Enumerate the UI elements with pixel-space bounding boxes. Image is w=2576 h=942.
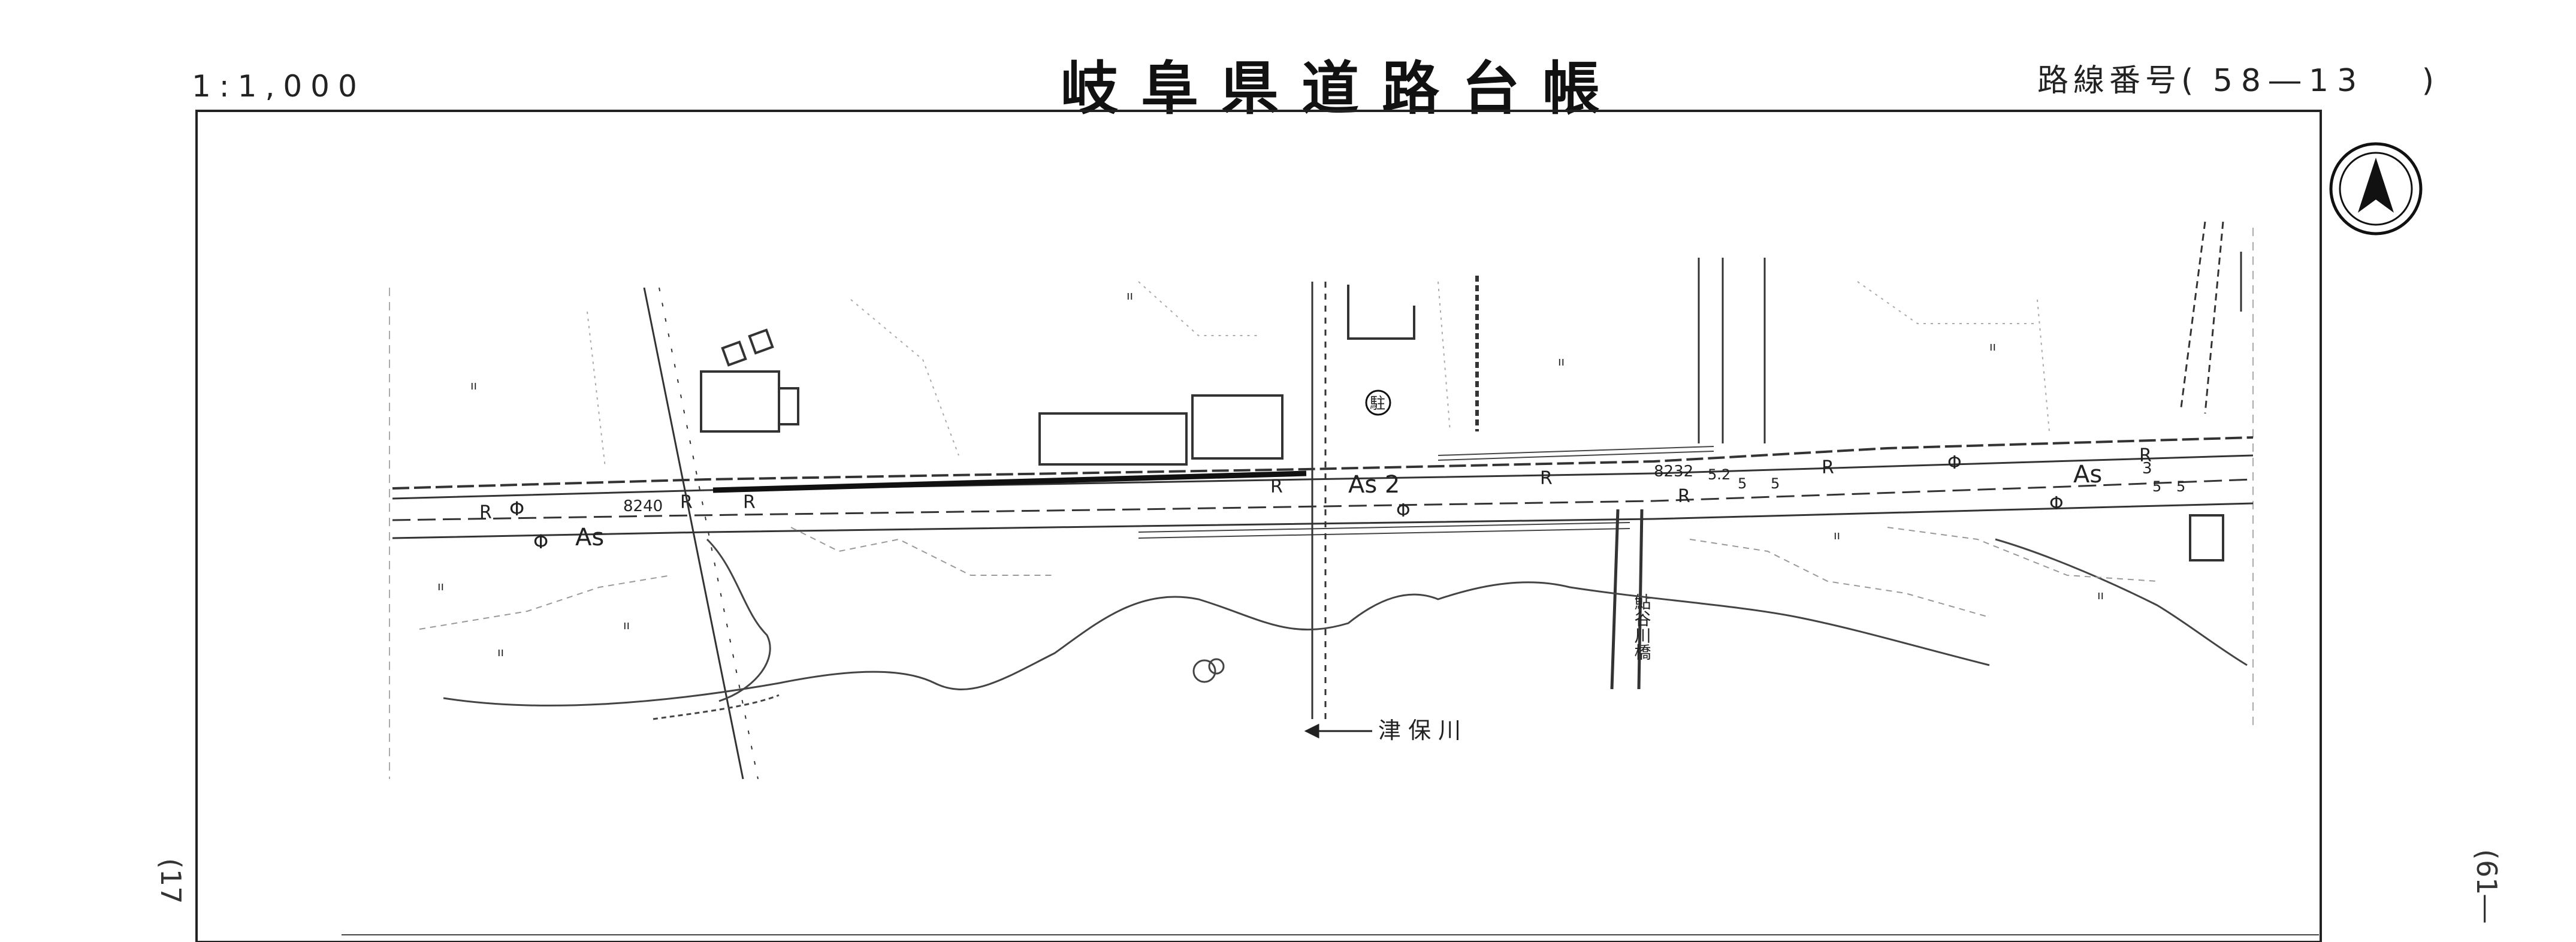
width-label-3: 5 (2176, 478, 2185, 495)
guardrail (1138, 446, 1714, 539)
width-label-5: 5 (1771, 475, 1780, 492)
width-label-6: 5.2 (1708, 466, 1731, 483)
building-6 (2189, 514, 2224, 561)
surface-left: As (575, 524, 604, 551)
road-mark-r8: R (2139, 445, 2152, 466)
svg-text:Φ: Φ (533, 530, 548, 553)
kilometer-post-left: 8240 (623, 497, 663, 515)
parking-icon: 駐 (1365, 390, 1391, 416)
road-mark-r4: R (1270, 476, 1283, 497)
building-4 (1191, 394, 1284, 460)
building-3 (1038, 412, 1188, 466)
road-mark-r6: R (1678, 486, 1690, 507)
svg-text:ıı: ıı (2097, 588, 2104, 602)
route-label: 路線番号( (2037, 63, 2198, 99)
svg-text:Φ: Φ (509, 497, 524, 520)
svg-text:ıı: ıı (1834, 528, 1840, 542)
surface-mid: As 2 (1348, 471, 1400, 499)
river-name: 津 保 川 (1378, 717, 1461, 744)
road-mark-r3: R (743, 492, 756, 513)
road-markings: R R R R R R R R Φ Φ Φ Φ Φ (479, 445, 2152, 553)
building-2 (778, 387, 799, 425)
map-scale: 1:1,000 (192, 69, 366, 104)
width-label-4: 5 (1738, 475, 1747, 492)
svg-text:駐: 駐 (1370, 395, 1385, 413)
kilometer-post-right: 8232 (1654, 463, 1693, 481)
road-mark-r5: R (1540, 468, 1553, 489)
svg-text:ıı: ıı (623, 618, 630, 632)
river-bank (443, 538, 2248, 720)
svg-text:ıı: ıı (1558, 354, 1565, 369)
width-label-2: 5 (2152, 478, 2161, 495)
road-annotations: As As 2 As 8240 8232 3 5 5 5 5 5.2 (575, 460, 2185, 551)
route-number-label: 路線番号( 58―13 ) (2037, 55, 2439, 100)
river-flow-arrow (1304, 723, 1372, 739)
route-number: 58―13 (2212, 63, 2366, 99)
road-mark-r1: R (479, 502, 492, 523)
vegetation-boundaries (419, 527, 2158, 630)
parcel-boundaries (587, 281, 2050, 468)
road-main (392, 436, 2254, 539)
svg-text:ıı: ıı (437, 579, 444, 593)
road-mark-r7: R (1822, 457, 1834, 478)
side-roads (643, 221, 2242, 780)
svg-text:Φ: Φ (1396, 500, 1411, 521)
north-arrow-icon (2329, 142, 2423, 236)
building-5 (1347, 285, 1415, 340)
svg-text:ıı: ıı (470, 378, 477, 393)
svg-text:Φ: Φ (2049, 493, 2064, 514)
route-close: ) (2421, 63, 2439, 99)
svg-text:ıı: ıı (1127, 288, 1133, 303)
road-mark-r2: R (680, 492, 693, 513)
buildings (700, 285, 2224, 561)
surface-right: As (2073, 461, 2102, 488)
svg-text:ıı: ıı (497, 645, 504, 659)
bridge-label: 鮎谷川橋 (1632, 593, 1652, 660)
svg-text:ıı: ıı (1989, 339, 1996, 354)
map-frame (195, 110, 2322, 942)
width-label-1: 3 (2142, 460, 2152, 478)
svg-text:Φ: Φ (1947, 452, 1962, 473)
field-symbols: ıı ıı ıı ıı ıı ıı ıı ıı ıı (437, 288, 2104, 659)
building-1 (700, 370, 780, 433)
